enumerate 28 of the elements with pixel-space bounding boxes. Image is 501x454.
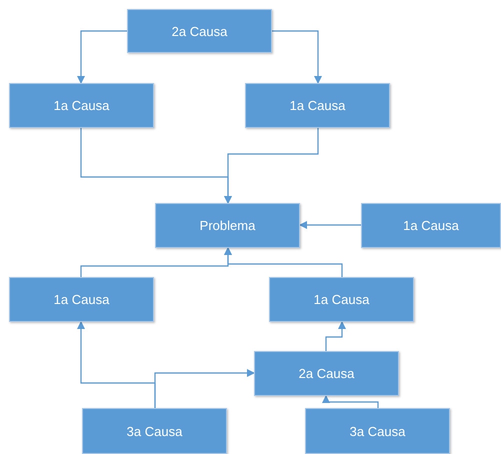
- cause-box: [9, 83, 154, 128]
- cause-box: [82, 408, 227, 454]
- node-label: 1a Causa: [54, 292, 110, 307]
- arrow: [272, 30, 322, 84]
- node-label: 2a Causa: [298, 366, 354, 381]
- node-label: 1a Causa: [403, 218, 459, 233]
- cause-box: [9, 277, 154, 322]
- arrow: [299, 221, 361, 229]
- arrow: [325, 321, 346, 351]
- cause-box: [269, 277, 414, 322]
- node-label: 1a Causa: [314, 292, 370, 307]
- arrow: [224, 247, 343, 277]
- cause-box: [127, 9, 272, 53]
- node-label: 1a Causa: [290, 98, 346, 113]
- cause-box: [305, 408, 450, 454]
- node-label: 1a Causa: [54, 98, 110, 113]
- node-label: 2a Causa: [172, 24, 228, 38]
- cause-box: [245, 83, 390, 128]
- arrow: [224, 128, 319, 204]
- arrow: [154, 369, 255, 408]
- cause-box: [361, 203, 501, 248]
- cause-box: [254, 351, 399, 396]
- node-label: Problema: [200, 218, 256, 233]
- node-label: 3a Causa: [350, 424, 406, 438]
- arrow: [322, 395, 379, 408]
- arrow: [77, 30, 127, 84]
- node-label: 3a Causa: [126, 424, 182, 438]
- cause-box: [155, 203, 300, 248]
